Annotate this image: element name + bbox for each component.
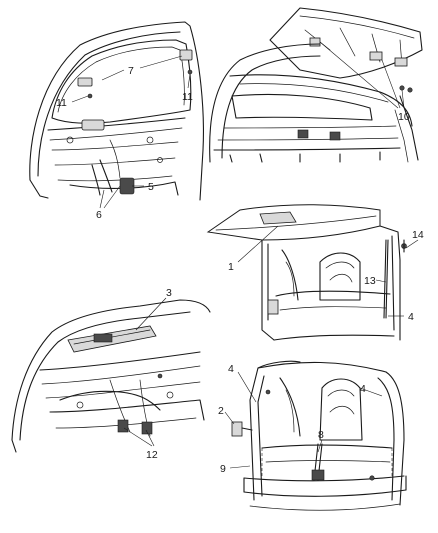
callout-4-bottom-left: 4 <box>228 363 234 375</box>
callout-11-right: 11 <box>182 91 193 103</box>
callout-14: 12 <box>146 449 158 461</box>
callout-4-mid: 4 <box>408 311 414 323</box>
callout-11-left: 11 <box>56 97 67 109</box>
panel-liftgate-lower-bottom-left <box>11 299 211 453</box>
callout-10: 10 <box>398 111 410 123</box>
callout-3: 3 <box>166 287 172 299</box>
callout-12: 13 <box>364 275 376 287</box>
panel-liftgate-open-top-right <box>209 7 423 163</box>
callout-8: 8 <box>318 429 324 441</box>
callout-13: 14 <box>412 229 424 241</box>
panel-cargo-liftgate-middle-right <box>206 204 407 341</box>
callout-9: 9 <box>220 463 226 475</box>
callout-labels: 7 11 11 5 6 10 1 14 13 4 3 12 4 4 2 8 9 <box>56 65 424 475</box>
panel-cargo-floor-bottom-right <box>231 360 407 511</box>
callout-6: 6 <box>96 209 102 221</box>
leader-lines <box>71 41 419 469</box>
callout-2: 2 <box>218 405 224 417</box>
panel-liftgate-inner-top-left <box>29 21 204 201</box>
callout-1: 1 <box>228 261 234 273</box>
callout-4-bottom-right: 4 <box>360 383 366 395</box>
callout-7: 7 <box>128 65 134 77</box>
callout-5: 5 <box>148 181 154 193</box>
